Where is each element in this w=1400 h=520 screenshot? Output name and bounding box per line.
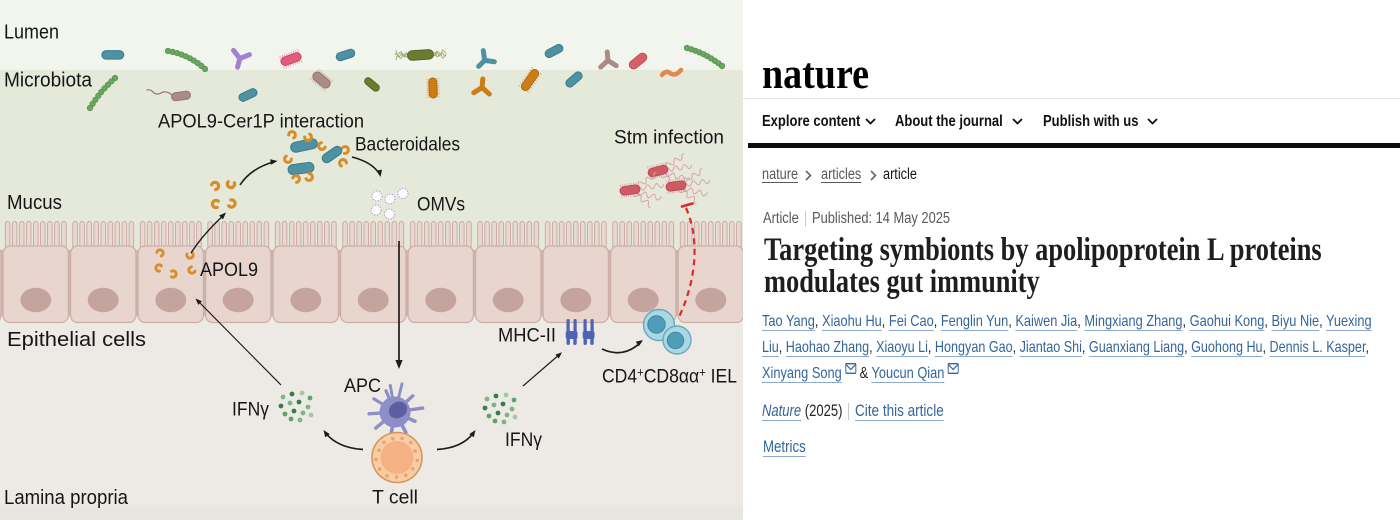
svg-text:OMVs: OMVs [417, 194, 465, 216]
svg-text:APOL9-Cer1P interaction: APOL9-Cer1P interaction [158, 111, 364, 133]
svg-text:IFNγ: IFNγ [505, 429, 542, 451]
svg-text:Stm infection: Stm infection [614, 127, 724, 149]
svg-text:Lumen: Lumen [4, 22, 59, 44]
svg-text:IFNγ: IFNγ [232, 399, 269, 421]
svg-text:Microbiota: Microbiota [4, 70, 93, 92]
svg-text:T cell: T cell [372, 487, 418, 509]
svg-text:nature: nature [762, 51, 869, 98]
svg-text:Bacteroidales: Bacteroidales [355, 134, 460, 156]
svg-text:MHC-II: MHC-II [498, 325, 556, 347]
svg-text:Epithelial cells: Epithelial cells [7, 329, 146, 351]
svg-text:Mucus: Mucus [7, 192, 62, 214]
svg-text:CD4+CD8αα+ IEL: CD4+CD8αα+ IEL [602, 366, 737, 388]
svg-text:Lamina propria: Lamina propria [4, 487, 129, 509]
svg-text:APOL9: APOL9 [200, 259, 258, 281]
svg-text:APC: APC [344, 375, 381, 397]
